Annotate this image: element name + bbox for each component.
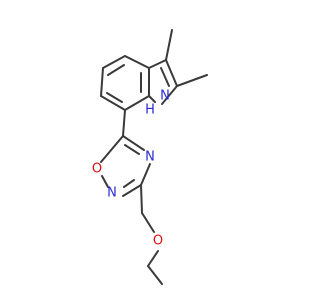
bond [100,67,104,97]
bond [141,212,155,233]
atom-label-oxadiazole-o: O [92,162,102,177]
bond [147,265,163,285]
bond [147,250,159,267]
bond [100,95,126,111]
chemical-structure: N H N O N O [92,29,208,285]
atom-label-indole-nh: N H [145,89,170,118]
bond [148,59,167,69]
double-bond-inner [107,64,125,76]
methyl-bond [176,74,208,87]
bond [161,85,178,105]
atom-label-h: H [145,103,155,118]
bond [101,175,109,188]
bond [165,59,178,87]
bond [122,184,142,197]
double-bond-inner [123,179,135,188]
bond [140,184,143,214]
bond [148,95,156,103]
bond [102,55,126,69]
atom-label-oxadiazole-n-bottom: N [107,186,117,201]
bond [124,95,150,111]
benzene-ring [100,55,150,111]
double-bond-inner [124,144,140,155]
double-bond-inner [160,67,170,87]
oxadiazole-ring [100,135,151,197]
atom-label-oxadiazole-n-right: N [145,150,155,165]
bond [124,55,150,69]
atom-label-n: N [160,89,170,104]
atom-label-ether-o: O [153,234,163,249]
bond [100,135,124,163]
methyl-bond [165,29,173,61]
ring-link-bond [122,109,126,137]
bond [122,135,145,151]
ethoxyethyl-chain [140,184,163,285]
bond [140,163,151,186]
double-bond-inner [106,92,123,103]
pyrrole-ring [148,29,208,105]
